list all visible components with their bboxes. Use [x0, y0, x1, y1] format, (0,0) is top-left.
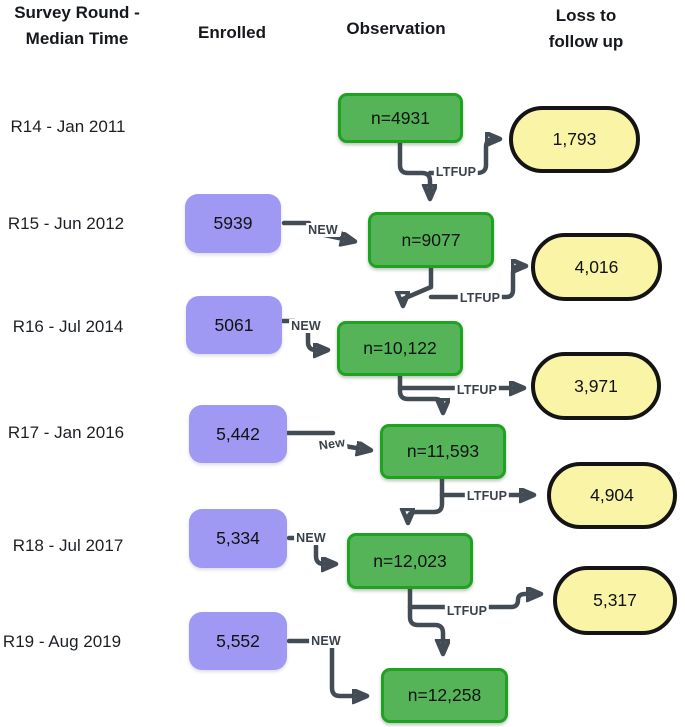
- observation-node-r14: n=4931: [338, 93, 463, 143]
- round-label-r17: R17 - Jan 2016: [7, 423, 125, 442]
- header-loss-line1: Loss to: [555, 6, 617, 25]
- loss-node-r18: 5,317: [553, 566, 677, 635]
- arrow-obs1-to-loss1: [428, 266, 524, 300]
- observation-node-r15: n=9077: [368, 212, 494, 268]
- round-label-r15: R15 - Jun 2012: [7, 214, 125, 233]
- arrow-obs2-to-obs3: [397, 373, 443, 411]
- arrow-obs0-to-obs1: [397, 140, 430, 197]
- arrow-new5-head: [329, 645, 365, 696]
- header-loss-line2: follow up: [548, 31, 624, 51]
- edge-label-new-5: NEW: [309, 634, 343, 648]
- round-label-r14: R14 - Jan 2011: [10, 117, 126, 136]
- header-survey-round: Survey Round - Median Time: [0, 0, 154, 51]
- edge-label-ltfup-2: LTFUP: [457, 291, 503, 305]
- loss-node-r14: 1,793: [509, 106, 640, 173]
- edge-label-ltfup-4: LTFUP: [464, 489, 510, 503]
- edge-label-ltfup-5: LTFUP: [444, 604, 490, 618]
- round-label-r19: R19 - Aug 2019: [2, 632, 122, 651]
- observation-node-r18: n=12,023: [347, 533, 473, 589]
- edge-label-new-4: NEW: [294, 531, 328, 545]
- header-survey-round-line1: Survey Round -: [14, 3, 140, 22]
- arrow-obs0-to-loss0: [427, 139, 498, 176]
- arrow-new3-head: [341, 446, 369, 450]
- loss-node-r15: 4,016: [531, 233, 662, 301]
- enrolled-node-r17: 5,442: [189, 405, 287, 463]
- edge-label-new-2: NEW: [289, 319, 323, 333]
- enrolled-node-r18: 5,334: [189, 509, 287, 568]
- header-loss-to-follow-up: Loss to follow up: [522, 3, 650, 54]
- arrow-obs4-to-obs5: [407, 586, 443, 652]
- arrow-obs3-to-obs4: [408, 476, 445, 521]
- loss-node-r17: 4,904: [547, 462, 677, 529]
- edge-label-new-1: NEW: [306, 223, 340, 237]
- arrow-new2-head: [305, 329, 326, 350]
- loss-node-r16: 3,971: [531, 352, 661, 420]
- enrolled-node-r19: 5,552: [189, 612, 287, 670]
- observation-node-r17: n=11,593: [380, 424, 506, 479]
- observation-node-r19: n=12,258: [381, 668, 508, 723]
- round-label-r16: R16 - Jul 2014: [12, 317, 124, 336]
- round-label-r18: R18 - Jul 2017: [12, 536, 124, 555]
- arrow-obs1-to-obs2: [403, 265, 434, 304]
- arrow-new4-head: [313, 543, 334, 564]
- header-observation: Observation: [346, 19, 446, 38]
- edge-label-ltfup-1: LTFUP: [433, 165, 479, 179]
- arrow-obs4-to-loss4: [407, 594, 539, 610]
- edge-label-ltfup-3: LTFUP: [454, 383, 500, 397]
- header-enrolled: Enrolled: [197, 23, 266, 42]
- enrolled-node-r15: 5939: [185, 194, 281, 253]
- enrolled-node-r16: 5061: [186, 296, 282, 354]
- observation-node-r16: n=10,122: [337, 321, 463, 376]
- header-survey-round-line2: Median Time: [25, 28, 129, 48]
